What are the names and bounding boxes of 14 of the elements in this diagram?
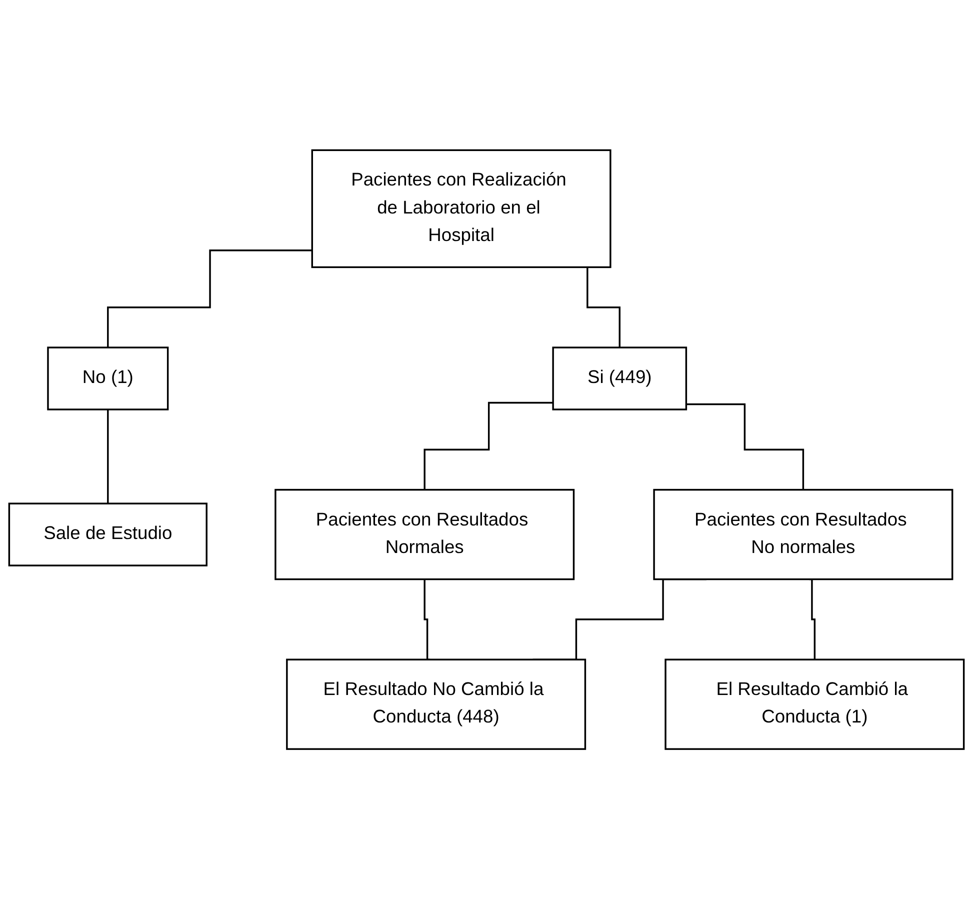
node-box: No (1) [47, 347, 169, 411]
node-box: Sale de Estudio [8, 503, 208, 567]
connector [107, 408, 109, 505]
connector [686, 404, 804, 491]
node-box: Pacientes con Realización de Laboratorio en el Hospital [311, 150, 612, 268]
connector [107, 250, 312, 349]
node-box: Si (449) [552, 347, 688, 411]
connector [809, 578, 816, 661]
connector [424, 578, 430, 661]
connector [424, 402, 554, 491]
node-box: Pacientes con Resultados Normales [274, 489, 575, 580]
node-box: El Resultado Cambió la Conducta (1) [664, 659, 965, 750]
node-box: Pacientes con Resultados No normales [653, 489, 954, 580]
node-box: El Resultado No Cambió la Conducta (448) [286, 659, 586, 750]
